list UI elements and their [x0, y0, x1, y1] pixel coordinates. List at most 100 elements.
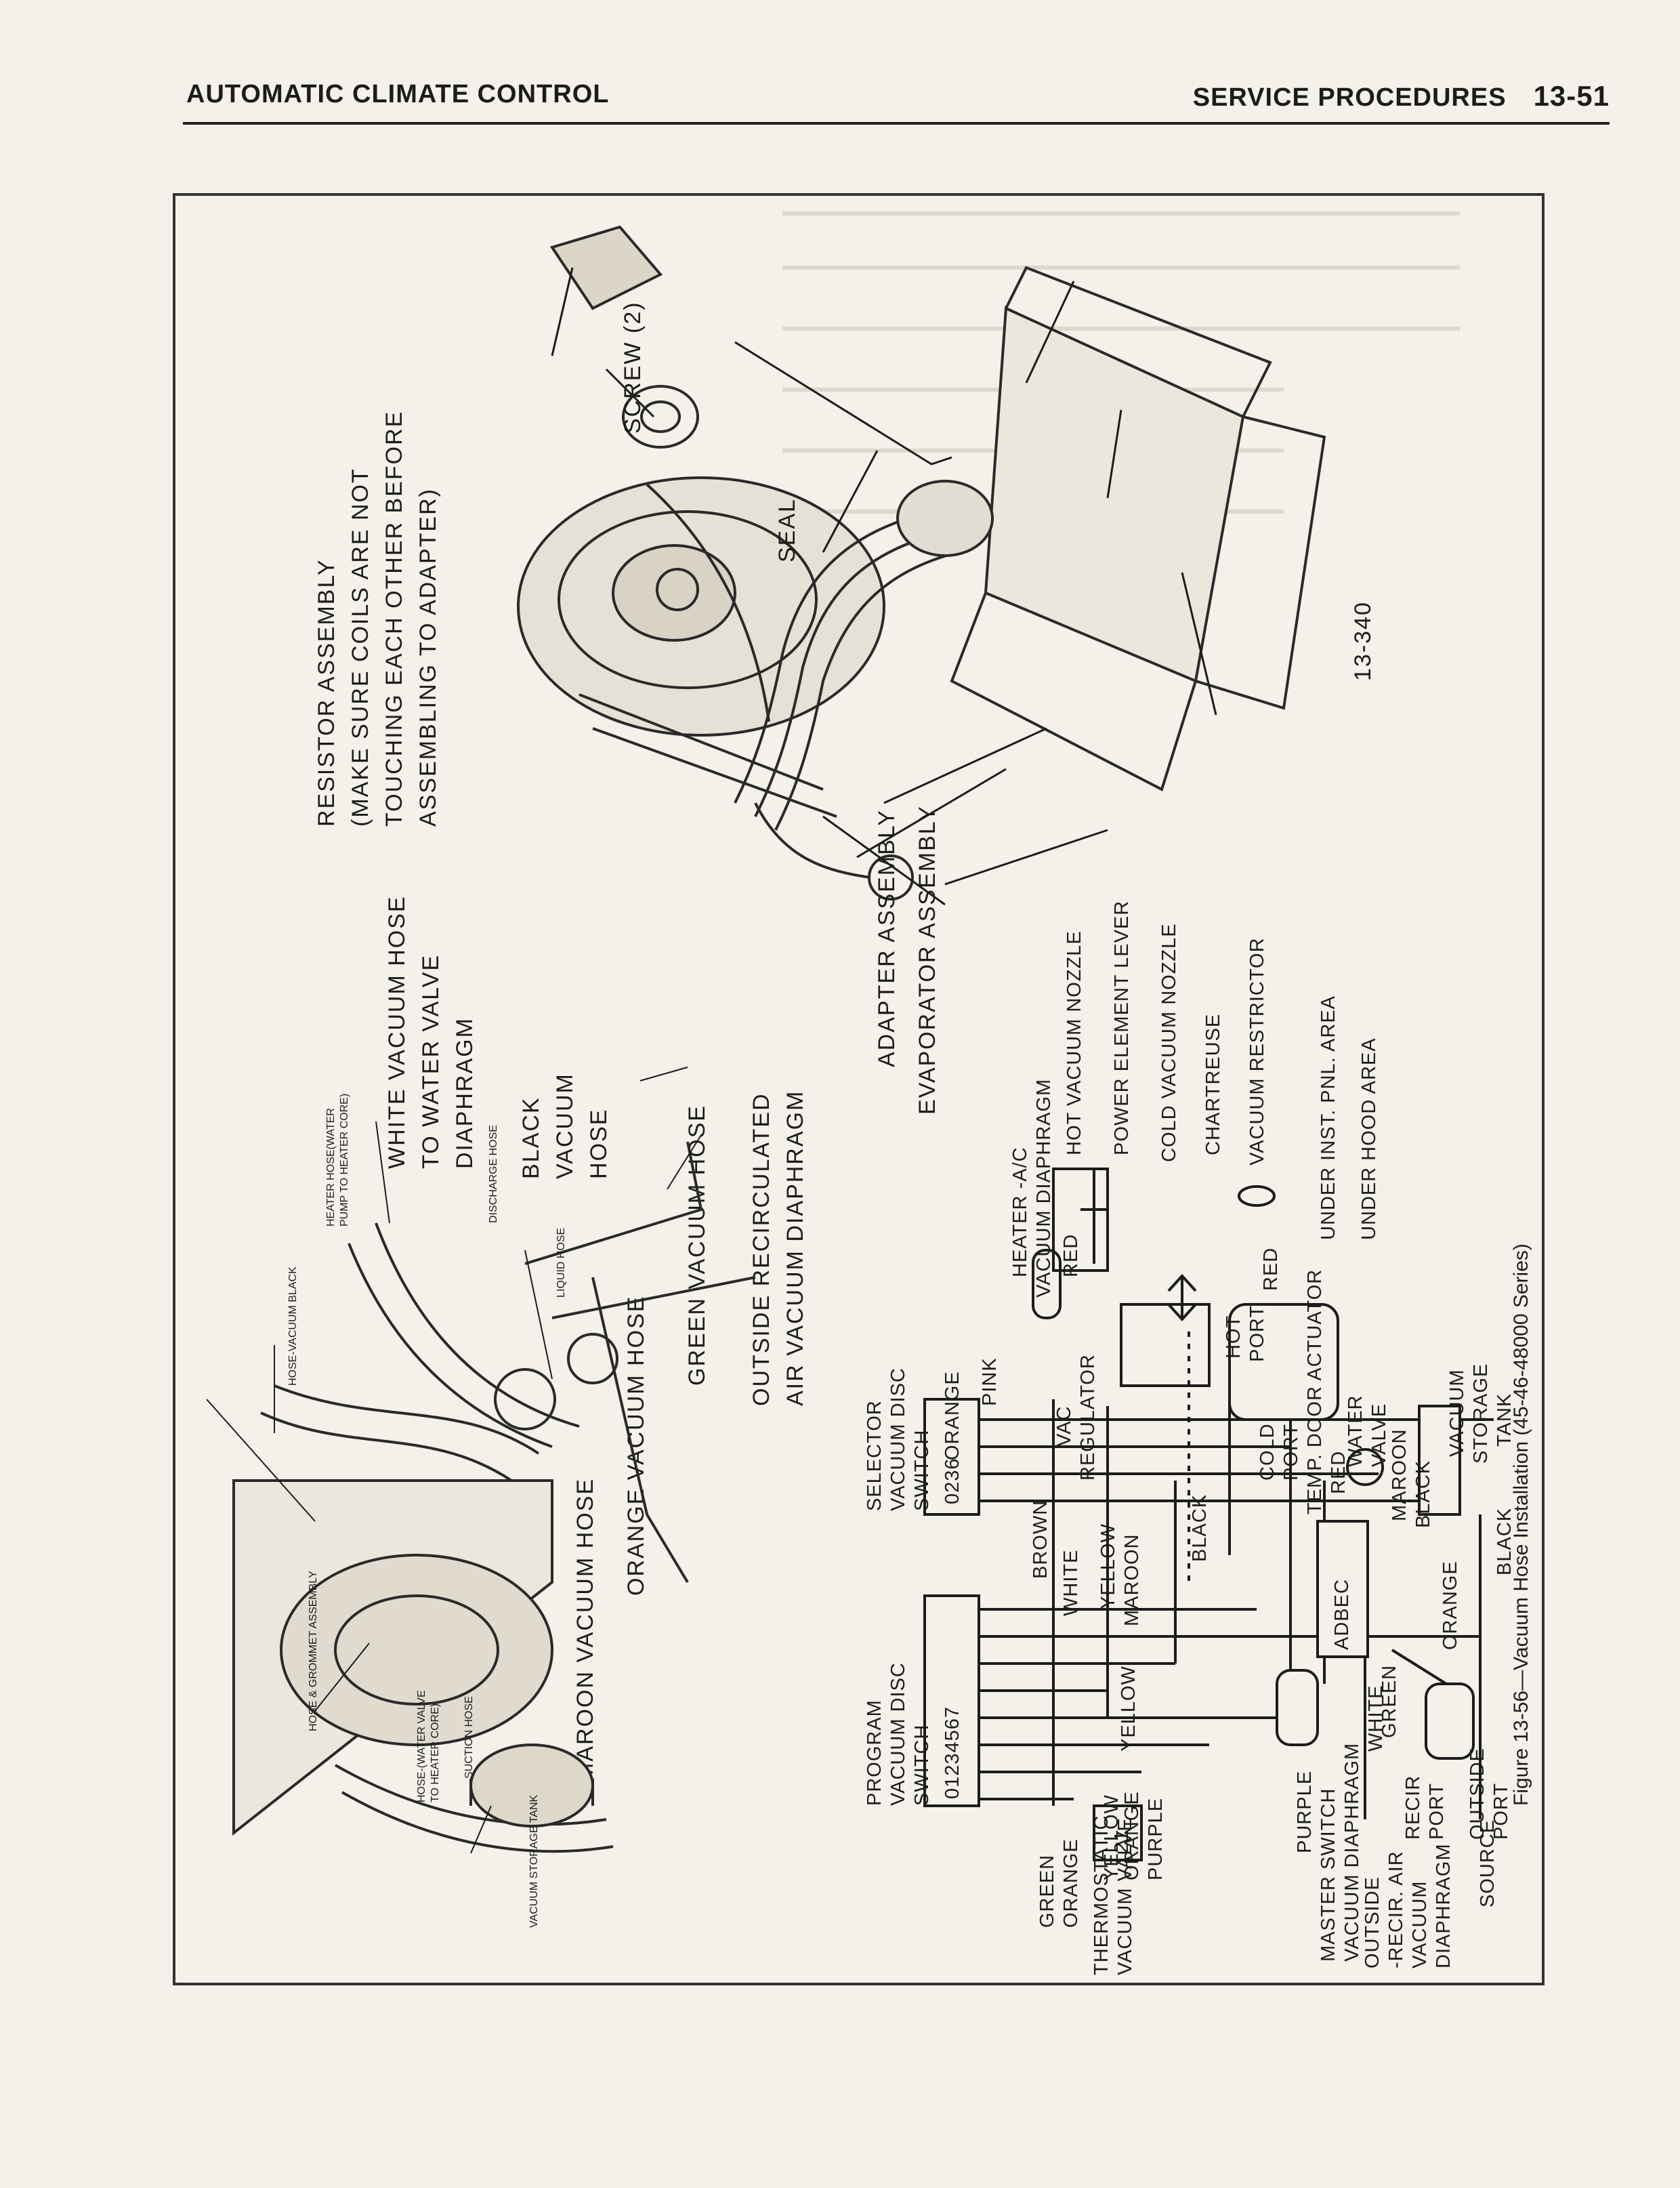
label-outside-port-2: PORT — [1490, 1783, 1512, 1840]
label-outside-diaph-2: -RECIR. AIR — [1385, 1851, 1407, 1968]
label-outside-port-1: OUTSIDE — [1467, 1748, 1488, 1840]
label-cold-port-1: COLD — [1257, 1423, 1278, 1481]
engine-leader-lines — [206, 1067, 702, 1854]
label-white: WHITE — [1060, 1550, 1082, 1616]
label-outside-diaph-3: VACUUM — [1409, 1880, 1431, 1968]
label-source: SOURCE — [1477, 1819, 1498, 1907]
label-outside-recirc-2: AIR VACUUM DIAPHRAGM — [782, 1090, 808, 1406]
section-title: AUTOMATIC CLIMATE CONTROL — [186, 80, 610, 108]
label-black-hose-1: BLACK — [518, 1097, 544, 1180]
label-yellow-3: YELLOW — [1101, 1794, 1122, 1880]
label-chartreuse: CHARTREUSE — [1202, 1014, 1224, 1155]
label-master-2: VACUUM DIAPHRAGM — [1341, 1743, 1363, 1962]
label-vac-regulator-2: REGULATOR — [1077, 1354, 1099, 1481]
label-selector-1: SELECTOR — [864, 1400, 885, 1511]
label-under-hood: UNDER HOOD AREA — [1358, 1037, 1380, 1240]
label-program-2: VACUUM DISC — [887, 1662, 909, 1806]
label-resistor-2: (MAKE SURE COILS ARE NOT — [348, 468, 373, 827]
label-suction-hose: SUCTION HOSE — [463, 1696, 475, 1779]
figure-frame — [173, 193, 1545, 1985]
engine-labels: HOSE-VACUUM BLACK HOSE & GROMMET ASSEMBL… — [287, 1094, 567, 1928]
label-liquid-hose: LIQUID HOSE — [555, 1228, 567, 1298]
label-vac-regulator-1: VAC — [1053, 1406, 1075, 1447]
blower-assembly-drawing — [517, 225, 1326, 901]
label-orange-hose: ORANGE VACUUM HOSE — [623, 1296, 649, 1596]
label-selector-3: SWITCH — [911, 1430, 933, 1511]
figure-caption: Figure 13-56—Vacuum Hose Installation (4… — [1510, 1243, 1532, 1806]
label-vacuum-storage-tank: VACUUM STORAGE TANK — [528, 1794, 540, 1928]
vacuum-hose-figure: SCREW (2) SEAL RESISTOR ASSEMBLY (MAKE S… — [206, 211, 1532, 1975]
label-water-valve-1: WATER — [1345, 1395, 1366, 1468]
label-recir-port-2: PORT — [1426, 1783, 1448, 1840]
label-vacuum-tank-1: VACUUM — [1446, 1369, 1468, 1457]
label-black-1: BLACK — [1189, 1494, 1211, 1562]
label-power-element: POWER ELEMENT LEVER — [1111, 901, 1133, 1155]
header-rule — [183, 122, 1610, 125]
schematic-labels: SELECTOR VACUUM DISC SWITCH 0236 PROGRAM… — [864, 901, 1515, 1975]
label-connector: ADBEC — [1331, 1579, 1353, 1650]
leader-lines-upper — [551, 267, 1217, 906]
label-green-1: GREEN — [1036, 1855, 1058, 1928]
label-brown: BROWN — [1030, 1500, 1051, 1579]
label-heater-ac-2: VACUUM DIAPHRAGM — [1033, 1079, 1055, 1298]
label-recir-port-1: RECIR — [1402, 1775, 1424, 1840]
label-maroon-2: MAROON — [1389, 1429, 1410, 1522]
label-thermo-1: THERMOSTATIC — [1091, 1815, 1112, 1975]
label-heater-ac-1: HEATER -A/C — [1009, 1147, 1031, 1277]
label-orange-3: ORANGE — [1121, 1791, 1143, 1880]
label-black-2: BLACK — [1412, 1460, 1434, 1528]
label-red-3: RED — [1328, 1451, 1349, 1494]
label-orange-2: ORANGE — [1440, 1561, 1461, 1650]
label-screw: SCREW (2) — [620, 301, 646, 434]
label-resistor-4: ASSEMBLING TO ADAPTER) — [415, 488, 441, 827]
label-water-valve-2: VALVE — [1368, 1403, 1390, 1467]
label-red-1: RED — [1060, 1234, 1082, 1277]
label-maroon-hose: MAROON VACUUM HOSE — [572, 1478, 598, 1782]
label-vacuum-tank-2: STORAGE — [1470, 1363, 1492, 1464]
label-yellow-1: YELLOW — [1097, 1523, 1119, 1609]
label-green-2: GREEN — [1379, 1665, 1400, 1738]
label-master-1: MASTER SWITCH — [1318, 1788, 1339, 1962]
label-thermo-2: VACUUM VALVE — [1114, 1817, 1136, 1975]
label-vacuum-restrictor: VACUUM RESTRICTOR — [1246, 937, 1268, 1165]
label-white-hose-2: TO WATER VALVE — [418, 954, 444, 1169]
label-black-hose-3: HOSE — [586, 1109, 612, 1179]
label-cold-nozzle: COLD VACUUM NOZZLE — [1158, 923, 1180, 1162]
label-purple-1: PURPLE — [1145, 1798, 1167, 1880]
label-outside-recirc-1: OUTSIDE RECIRCULATED — [749, 1092, 774, 1406]
label-white-2: WHITE — [1365, 1685, 1387, 1752]
label-evaporator: EVAPORATOR ASSEMBLY — [915, 805, 940, 1115]
label-under-inst: UNDER INST. PNL. AREA — [1318, 995, 1339, 1240]
label-hot-port-2: PORT — [1246, 1305, 1268, 1362]
label-outside-diaph-4: DIAPHRAGM — [1433, 1843, 1454, 1968]
figure-number: 13-340 — [1350, 601, 1376, 681]
label-resistor-1: RESISTOR ASSEMBLY — [314, 558, 339, 827]
label-discharge-hose: DISCHARGE HOSE — [488, 1125, 499, 1223]
label-hose-grommet: HOSE & GROMMET ASSEMBLY — [308, 1571, 319, 1731]
chapter-title: SERVICE PROCEDURES — [1192, 83, 1507, 112]
vacuum-schematic — [923, 1168, 1494, 1861]
page-number: 13-51 — [1533, 80, 1610, 112]
label-heater-hose-2: PUMP TO HEATER CORE) — [339, 1094, 350, 1226]
label-vacuum-tank-3: TANK — [1494, 1393, 1515, 1447]
label-maroon-1: MAROON — [1121, 1534, 1143, 1627]
label-heater-hose-1: HEATER HOSE(WATER — [325, 1108, 337, 1226]
label-hose-vacuum-black: HOSE-VACUUM BLACK — [287, 1266, 299, 1386]
label-yellow-2: YELLOW — [1118, 1666, 1139, 1752]
label-cold-port-2: PORT — [1280, 1424, 1302, 1481]
label-seal: SEAL — [774, 498, 800, 562]
label-orange-top: ORANGE — [942, 1371, 963, 1460]
label-temp-door: TEMP. DOOR ACTUATOR — [1304, 1269, 1326, 1514]
label-purple-2: PURPLE — [1294, 1771, 1316, 1853]
label-selector-2: VACUUM DISC — [887, 1367, 909, 1511]
label-resistor-3: TOUCHING EACH OTHER BEFORE — [381, 411, 407, 827]
chapter-header: SERVICE PROCEDURES 13-51 — [1193, 80, 1610, 112]
label-red-2: RED — [1260, 1247, 1282, 1291]
label-orange-4: ORANGE — [1060, 1838, 1082, 1928]
label-hose-water-valve-2: TO HEATER CORE) — [429, 1704, 441, 1802]
label-program-ports: 01234567 — [942, 1706, 963, 1799]
label-program-3: SWITCH — [911, 1725, 933, 1806]
engine-compartment-drawing — [232, 1141, 756, 1853]
label-black-3: BLACK — [1494, 1508, 1515, 1575]
label-program-1: PROGRAM — [864, 1699, 885, 1806]
